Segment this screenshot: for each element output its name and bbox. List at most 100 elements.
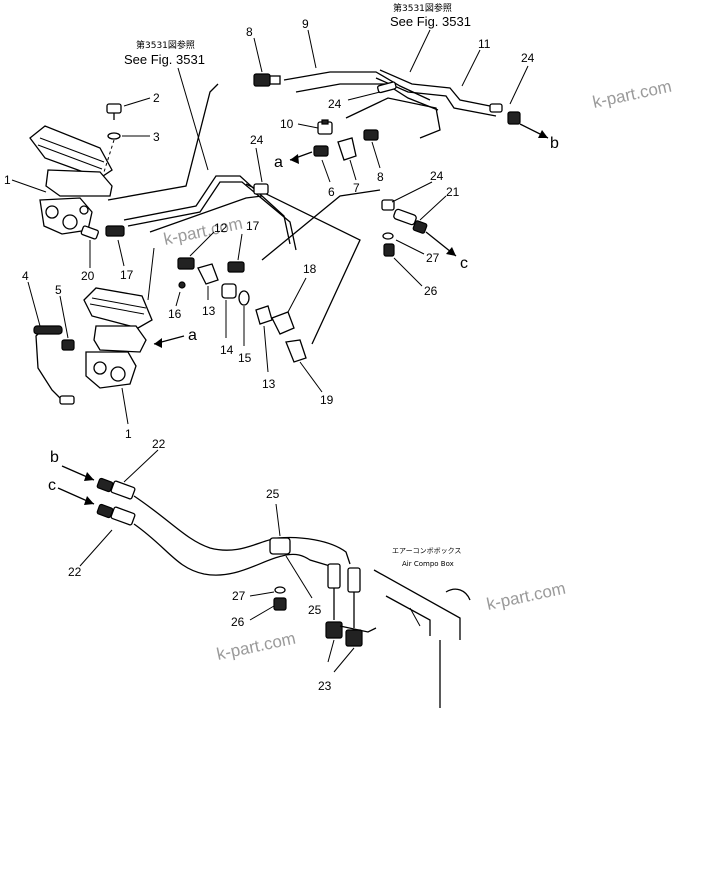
leader-27-upper (395, 239, 425, 255)
label-8-upper: 8 (246, 25, 253, 39)
leader-26-lower (249, 605, 275, 621)
leader-7 (349, 159, 357, 181)
leader-19 (299, 361, 323, 393)
washer-27-upper (382, 232, 394, 240)
clip-24-top (377, 81, 397, 94)
label-26-upper: 26 (424, 284, 438, 298)
label-8-right: 8 (377, 170, 384, 184)
label-20: 20 (81, 269, 95, 283)
fitting-10 (317, 119, 333, 135)
leader-16 (175, 291, 181, 307)
fitting-17-left (105, 225, 125, 237)
clamp-25 (269, 537, 291, 555)
label-12: 12 (214, 221, 228, 235)
connector-19 (285, 339, 307, 363)
reference-en-left: See Fig. 3531 (124, 52, 205, 67)
leader-25-upper (275, 503, 281, 537)
letter-b-lower: b (50, 449, 59, 466)
reference-leader-right (409, 29, 431, 73)
leader-17-middle (237, 233, 243, 261)
leader-1-upper (11, 179, 47, 193)
label-19: 19 (320, 393, 334, 407)
brake-valve-upper (29, 125, 113, 235)
label-27-lower: 27 (232, 589, 246, 603)
fitting-6 (313, 145, 329, 157)
label-16: 16 (168, 307, 182, 321)
label-6: 6 (328, 185, 335, 199)
connector-23-right (345, 567, 363, 647)
hose-21 (393, 208, 428, 234)
label-11: 11 (478, 37, 491, 51)
arrowhead-c-upper (446, 247, 456, 256)
pipe-11-a (379, 69, 501, 109)
fitting-7 (337, 137, 357, 161)
leader-25-lower (285, 555, 313, 599)
letter-b-upper: b (550, 135, 559, 152)
leader-6 (321, 159, 331, 183)
pipe-to-24 (149, 195, 263, 233)
leader-5 (59, 295, 69, 339)
arrowhead-b-lower (84, 472, 94, 481)
label-2: 2 (153, 91, 160, 105)
reference-en-right: See Fig. 3531 (390, 14, 471, 29)
hose-line-upper (133, 495, 351, 565)
pipe-drop-12 (147, 247, 155, 301)
pipe-8-route (345, 97, 441, 139)
label-21: 21 (446, 185, 460, 199)
label-5: 5 (55, 283, 62, 297)
leader-26-upper (393, 257, 423, 287)
fitting-20 (80, 225, 99, 240)
switch-cable-4 (35, 327, 73, 403)
leader-9 (307, 29, 317, 69)
leader-24-right (509, 65, 529, 105)
leader-12 (189, 231, 215, 257)
letter-c-lower: c (48, 477, 56, 494)
leader-10 (297, 123, 319, 129)
leader-2 (123, 97, 151, 107)
label-1-lower: 1 (125, 427, 132, 441)
pipe-9-b (295, 83, 439, 111)
leader-22-upper (123, 449, 159, 483)
label-25-lower: 25 (308, 603, 322, 617)
label-26-lower: 26 (231, 615, 245, 629)
label-10: 10 (280, 117, 294, 131)
pipe-upper-left (107, 83, 219, 201)
label-4: 4 (22, 269, 29, 283)
label-17-left: 17 (120, 268, 134, 282)
label-14: 14 (220, 343, 234, 357)
label-22-upper: 22 (152, 437, 166, 451)
leader-8-upper (253, 37, 263, 73)
label-27-upper: 27 (426, 251, 440, 265)
leader-23-a (327, 639, 335, 663)
watermark-lower-left: k-part.com (215, 629, 297, 664)
letter-c-upper: c (460, 255, 468, 272)
nut-14 (221, 283, 237, 299)
leader-8-right (371, 141, 381, 169)
hose-line-lower (133, 523, 331, 576)
label-24-middle: 24 (250, 133, 264, 147)
label-3: 3 (153, 130, 160, 144)
label-24-lower: 24 (430, 169, 444, 183)
clip-24-middle (253, 183, 269, 195)
fitting-12 (177, 257, 195, 270)
label-1-upper: 1 (4, 173, 11, 187)
brake-valve-lower (83, 287, 153, 389)
leader-22-lower (79, 529, 113, 567)
reference-jp-right: 第3531図参照 (393, 2, 452, 14)
elbow-13-left (197, 263, 219, 285)
pipe-9-a (283, 71, 431, 101)
label-24-top: 24 (328, 97, 342, 111)
leader-24-middle (255, 147, 263, 183)
pressure-switch-4 (33, 325, 63, 335)
leader-27-lower (249, 591, 275, 597)
nut-16 (178, 281, 186, 289)
arrowhead-a-lower (154, 338, 162, 348)
label-22-lower: 22 (68, 565, 82, 579)
washer-27-lower (274, 586, 286, 594)
fitting-8-right (363, 129, 379, 141)
leader-4 (27, 281, 41, 327)
letter-a-lower: a (188, 327, 197, 344)
fitting-8-upper (253, 73, 281, 87)
watermark-middle: k-part.com (162, 214, 244, 249)
